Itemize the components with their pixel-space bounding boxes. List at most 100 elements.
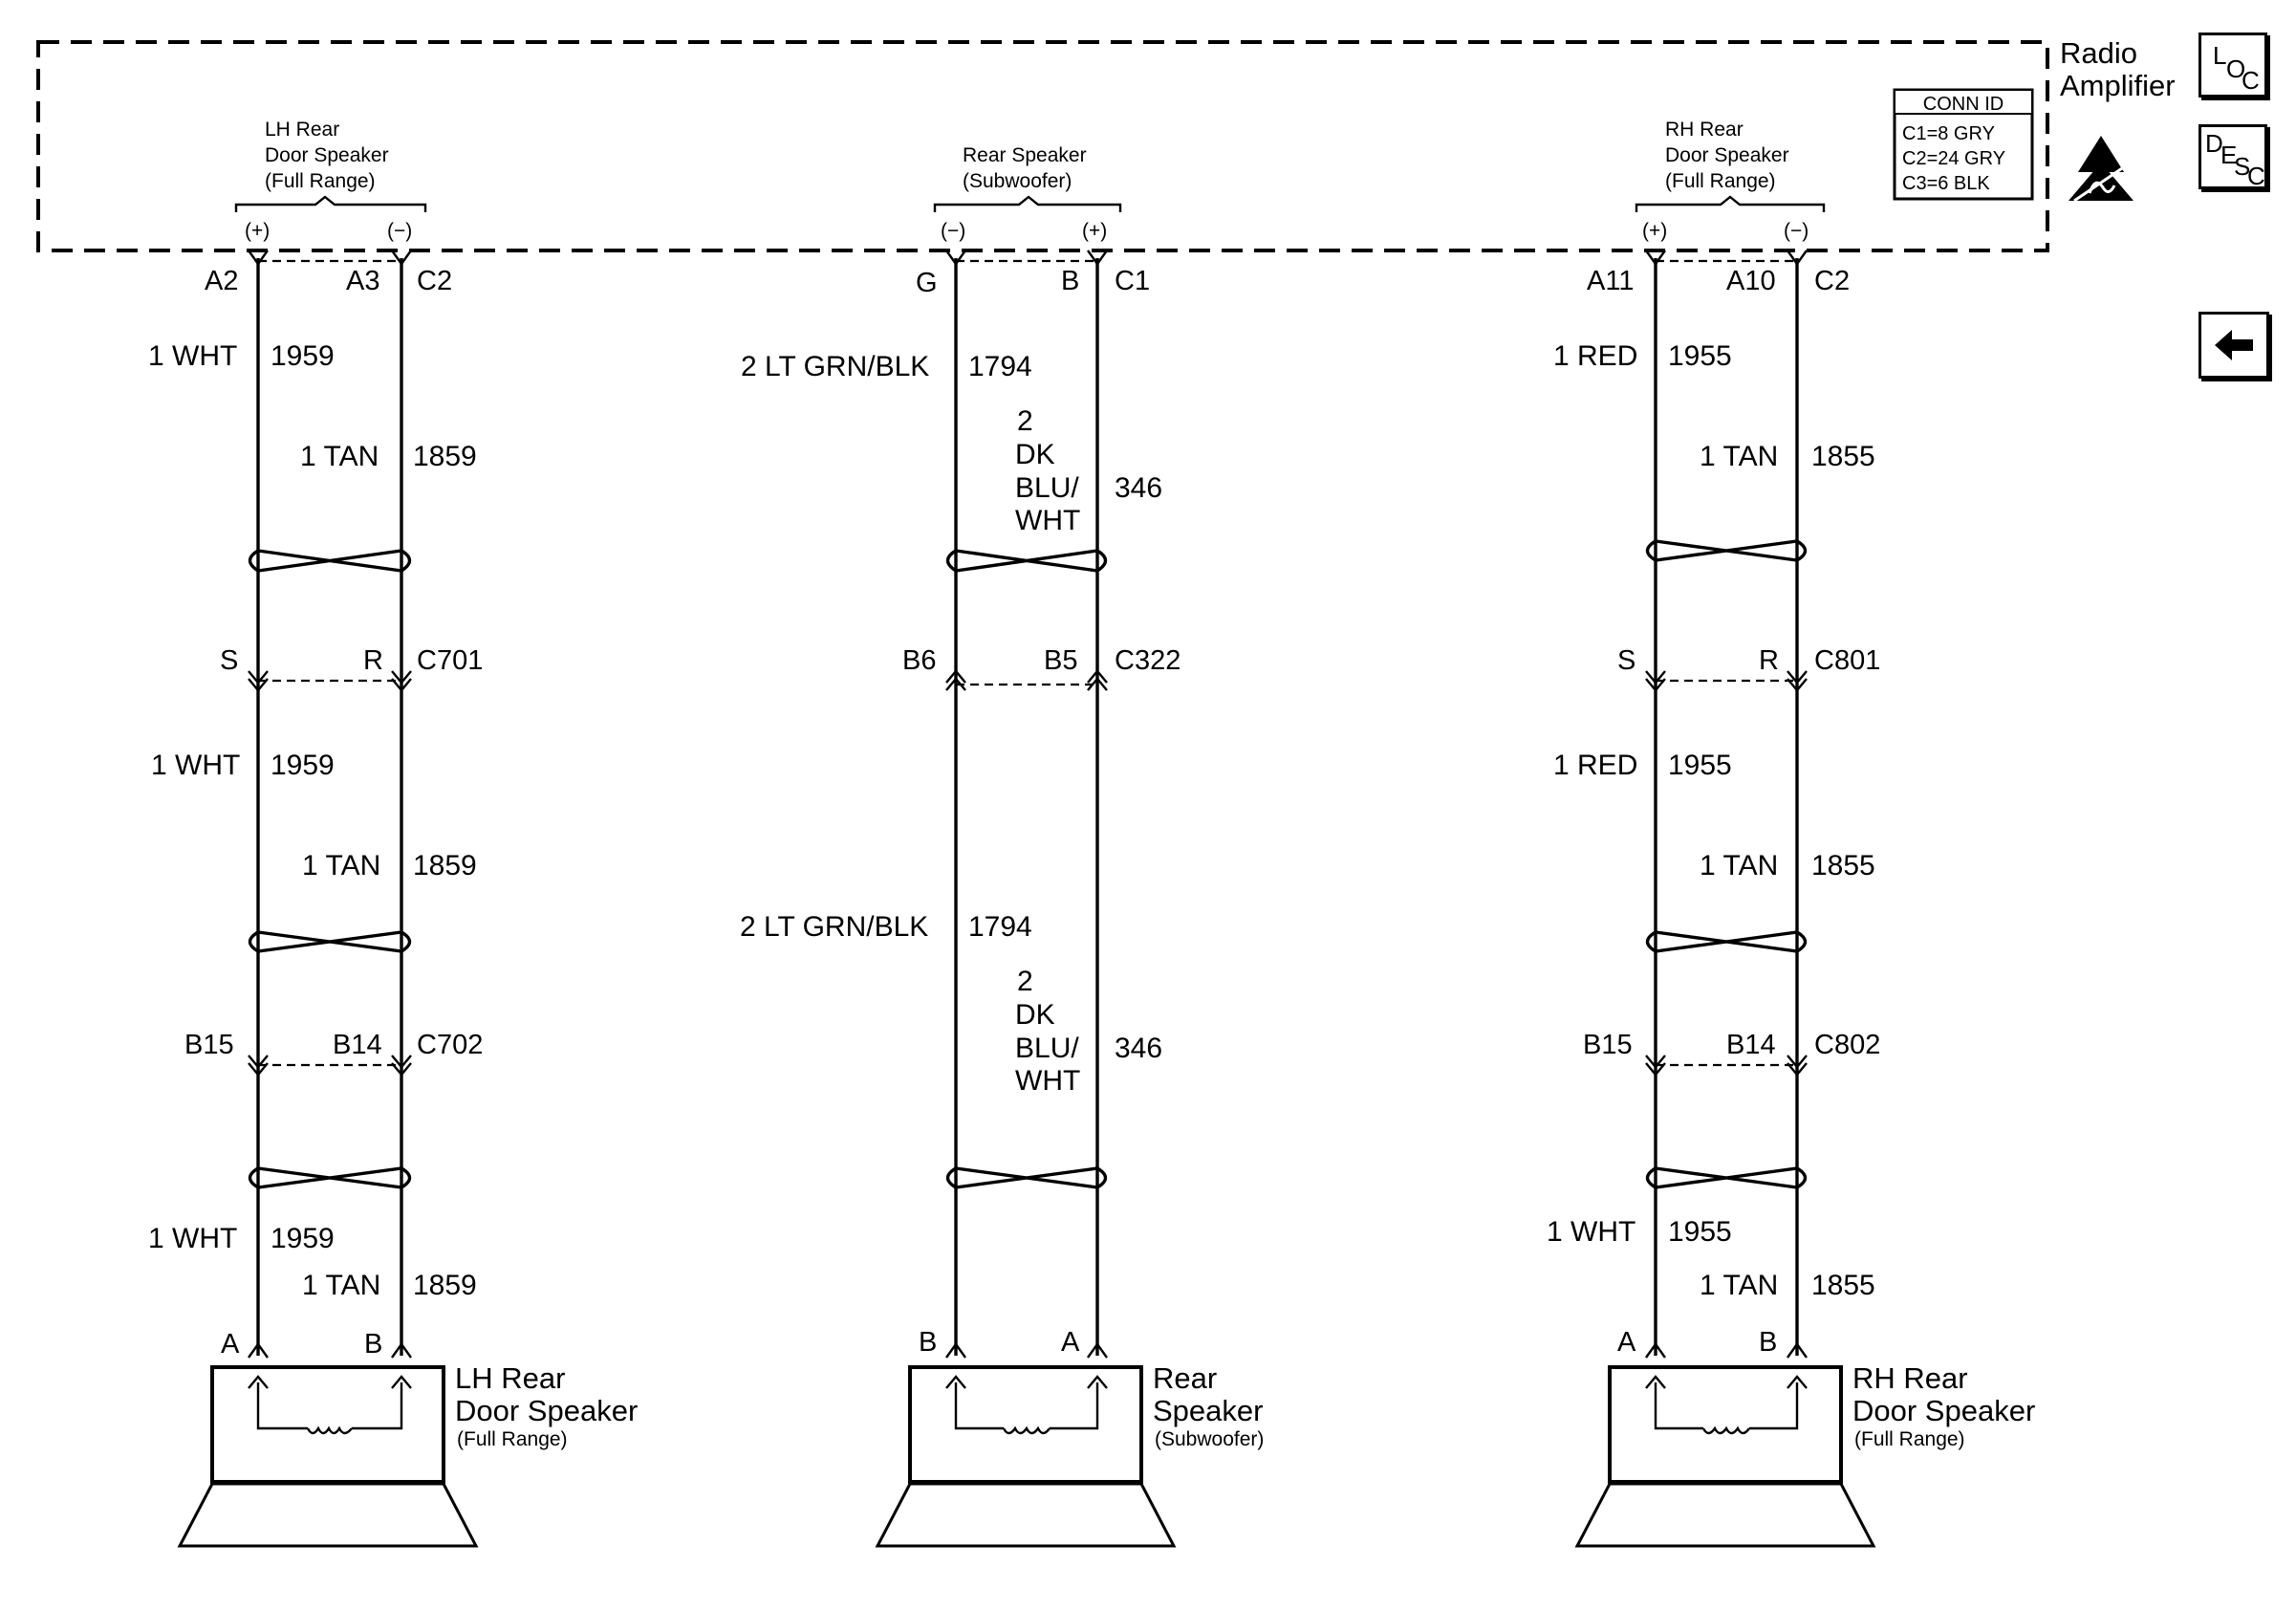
rh-rear-circuit: A11 A10 C2 1 RED 1955 1 TAN 1855 S R C80… — [1547, 250, 2035, 1548]
desc-letter: E — [2220, 141, 2238, 169]
pin-label: B — [364, 1329, 382, 1360]
wire-color: 1 TAN — [1700, 850, 1778, 881]
pin-label: A10 — [1726, 266, 1776, 296]
wire-color: DK — [1015, 999, 1055, 1031]
wire-color: 1 RED — [1553, 340, 1637, 372]
loc-letter: O — [2226, 54, 2246, 83]
svg-text:(Subwoofer): (Subwoofer) — [963, 170, 1072, 192]
circuit-number: 1859 — [413, 1270, 477, 1301]
wire-color: WHT — [1015, 1065, 1080, 1097]
wire-color: 2 — [1017, 405, 1033, 437]
desc-letter: D — [2205, 129, 2223, 158]
pin-label: B14 — [333, 1030, 382, 1060]
pin-label: B — [1759, 1327, 1777, 1358]
connector-id: C801 — [1814, 645, 1880, 676]
circuit-number: 1859 — [413, 441, 477, 472]
svg-text:(Full Range): (Full Range) — [1665, 170, 1776, 192]
pin-label: A — [1061, 1327, 1080, 1358]
connector-id: C1 — [1115, 266, 1150, 296]
wire-color: WHT — [1015, 505, 1080, 536]
circuit-number: 1955 — [1668, 1216, 1732, 1248]
svg-text:(+): (+) — [1082, 220, 1107, 242]
svg-text:(−): (−) — [1784, 220, 1809, 242]
speaker-label: RH Rear — [1852, 1361, 1968, 1395]
pin-label: S — [220, 645, 238, 676]
circuit-number: 1855 — [1811, 850, 1875, 881]
speaker-label: Door Speaker — [455, 1394, 638, 1427]
svg-text:Door Speaker: Door Speaker — [265, 144, 389, 166]
wire-color: 1 WHT — [148, 1223, 237, 1254]
pin-label: A2 — [205, 266, 238, 296]
connector-id: C2 — [417, 266, 452, 296]
circuit-number: 1794 — [968, 351, 1032, 382]
pin-label: A — [221, 1329, 240, 1360]
svg-text:Rear Speaker: Rear Speaker — [963, 144, 1087, 166]
svg-text:(−): (−) — [941, 220, 965, 242]
back-button[interactable] — [2199, 312, 2269, 379]
pin-label: B — [919, 1327, 937, 1358]
svg-text:(Full Range): (Full Range) — [265, 170, 376, 192]
wire-color: BLU/ — [1015, 1033, 1079, 1064]
conn-id-row: C1=8 GRY — [1902, 123, 1995, 144]
speaker-label: Rear — [1153, 1361, 1217, 1395]
left-arrow-icon — [2215, 330, 2253, 360]
circuit-number: 1855 — [1811, 441, 1875, 472]
circuit-number: 1794 — [968, 911, 1032, 943]
connector-id: C2 — [1814, 266, 1850, 296]
circuit-number: 346 — [1115, 472, 1162, 504]
desc-letter: C — [2247, 162, 2265, 190]
speaker-label: LH Rear — [455, 1361, 565, 1395]
connector-id: C702 — [417, 1030, 483, 1060]
loc-letter: L — [2213, 41, 2227, 70]
circuit-number: 1955 — [1668, 340, 1732, 372]
lh-rear-speaker-symbol — [177, 1365, 479, 1548]
speaker-label: (Full Range) — [457, 1428, 568, 1450]
circuit-number: 1959 — [271, 1223, 335, 1254]
pin-label: A — [1617, 1327, 1636, 1358]
rear-subwoofer-circuit: G B C1 2 LT GRN/BLK 1794 2 DK BLU/ WHT 3… — [740, 250, 1264, 1548]
wire-color: 1 TAN — [302, 850, 380, 881]
wire-color: 1 TAN — [302, 1270, 380, 1301]
wire-color: 1 WHT — [1547, 1216, 1635, 1248]
pin-label: G — [916, 268, 938, 298]
esd-warning-icon — [2069, 136, 2134, 203]
pin-label: A3 — [346, 266, 379, 296]
pin-label: R — [363, 645, 383, 676]
internal-label-rear: Rear Speaker (Subwoofer) (−) (+) — [933, 144, 1122, 242]
speaker-label: Speaker — [1153, 1394, 1263, 1427]
circuit-number: 1859 — [413, 850, 477, 881]
wire-color: 1 TAN — [1700, 441, 1778, 472]
wire-color: 1 TAN — [1700, 1270, 1778, 1301]
pin-label: B15 — [1583, 1030, 1633, 1060]
wire-color: 1 WHT — [148, 340, 237, 372]
circuit-number: 1959 — [271, 340, 335, 372]
conn-id-row: C2=24 GRY — [1902, 148, 2005, 169]
wire-color: 1 RED — [1553, 750, 1637, 781]
pin-label: A11 — [1587, 266, 1634, 296]
radio-amplifier-box — [36, 40, 2049, 252]
conn-id-table: CONN ID C1=8 GRY C2=24 GRY C3=6 BLK — [1893, 88, 2034, 201]
loc-button[interactable]: L O C — [2199, 33, 2267, 98]
lh-rear-circuit: A2 A3 C2 1 WHT 1959 1 TAN 1859 S R C701 … — [148, 250, 638, 1548]
wire-color: 2 — [1017, 966, 1033, 997]
svg-text:Door Speaker: Door Speaker — [1665, 144, 1789, 166]
circuit-number: 1959 — [271, 750, 335, 781]
wire-color: DK — [1015, 439, 1055, 470]
connector-id: C701 — [417, 645, 483, 676]
pin-label: S — [1617, 645, 1635, 676]
svg-text:(−): (−) — [387, 220, 412, 242]
speaker-label: (Subwoofer) — [1155, 1428, 1264, 1450]
circuit-number: 346 — [1115, 1033, 1162, 1064]
pin-label: R — [1759, 645, 1779, 676]
desc-letter: S — [2234, 152, 2251, 181]
pin-label: B14 — [1726, 1030, 1776, 1060]
loc-letter: C — [2242, 66, 2260, 95]
svg-text:RH Rear: RH Rear — [1665, 119, 1744, 141]
connector-id: C322 — [1115, 645, 1180, 676]
speaker-label: (Full Range) — [1854, 1428, 1965, 1450]
connector-id: C802 — [1814, 1030, 1880, 1060]
desc-button[interactable]: D E S C — [2199, 124, 2267, 189]
conn-id-header: CONN ID — [1923, 94, 2004, 115]
pin-label: B15 — [184, 1030, 234, 1060]
